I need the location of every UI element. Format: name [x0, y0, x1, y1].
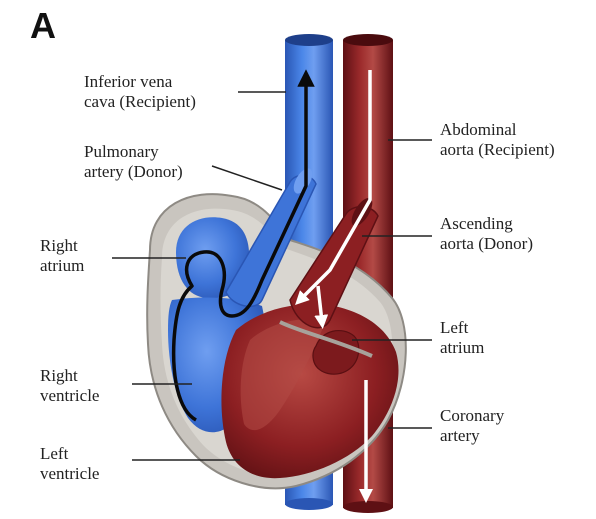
label-abdominal-aorta: Abdominal aorta (Recipient) [440, 120, 555, 160]
label-inferior-vena-cava: Inferior vena cava (Recipient) [84, 72, 196, 112]
label-left-ventricle: Left ventricle [40, 444, 99, 484]
label-la-line-1: Left [440, 318, 484, 338]
panel-letter: A [30, 6, 56, 46]
label-rv-line-1: Right [40, 366, 99, 386]
label-aa-line-2: aorta (Recipient) [440, 140, 555, 160]
label-asc-line-2: aorta (Donor) [440, 234, 533, 254]
label-ra-line-1: Right [40, 236, 84, 256]
leader-pulmonary-artery [212, 166, 282, 190]
label-pa-line-1: Pulmonary [84, 142, 183, 162]
label-lv-line-1: Left [40, 444, 99, 464]
label-coronary-artery: Coronary artery [440, 406, 504, 446]
label-pulmonary-artery: Pulmonary artery (Donor) [84, 142, 183, 182]
label-rv-line-2: ventricle [40, 386, 99, 406]
label-right-atrium: Right atrium [40, 236, 84, 276]
label-right-ventricle: Right ventricle [40, 366, 99, 406]
label-ivc-line-1: Inferior vena [84, 72, 196, 92]
label-asc-line-1: Ascending [440, 214, 533, 234]
label-aa-line-1: Abdominal [440, 120, 555, 140]
label-pa-line-2: artery (Donor) [84, 162, 183, 182]
label-left-atrium: Left atrium [440, 318, 484, 358]
label-ascending-aorta: Ascending aorta (Donor) [440, 214, 533, 254]
label-ivc-line-2: cava (Recipient) [84, 92, 196, 112]
label-la-line-2: atrium [440, 338, 484, 358]
label-ca-line-1: Coronary [440, 406, 504, 426]
label-ca-line-2: artery [440, 426, 504, 446]
label-lv-line-2: ventricle [40, 464, 99, 484]
label-ra-line-2: atrium [40, 256, 84, 276]
